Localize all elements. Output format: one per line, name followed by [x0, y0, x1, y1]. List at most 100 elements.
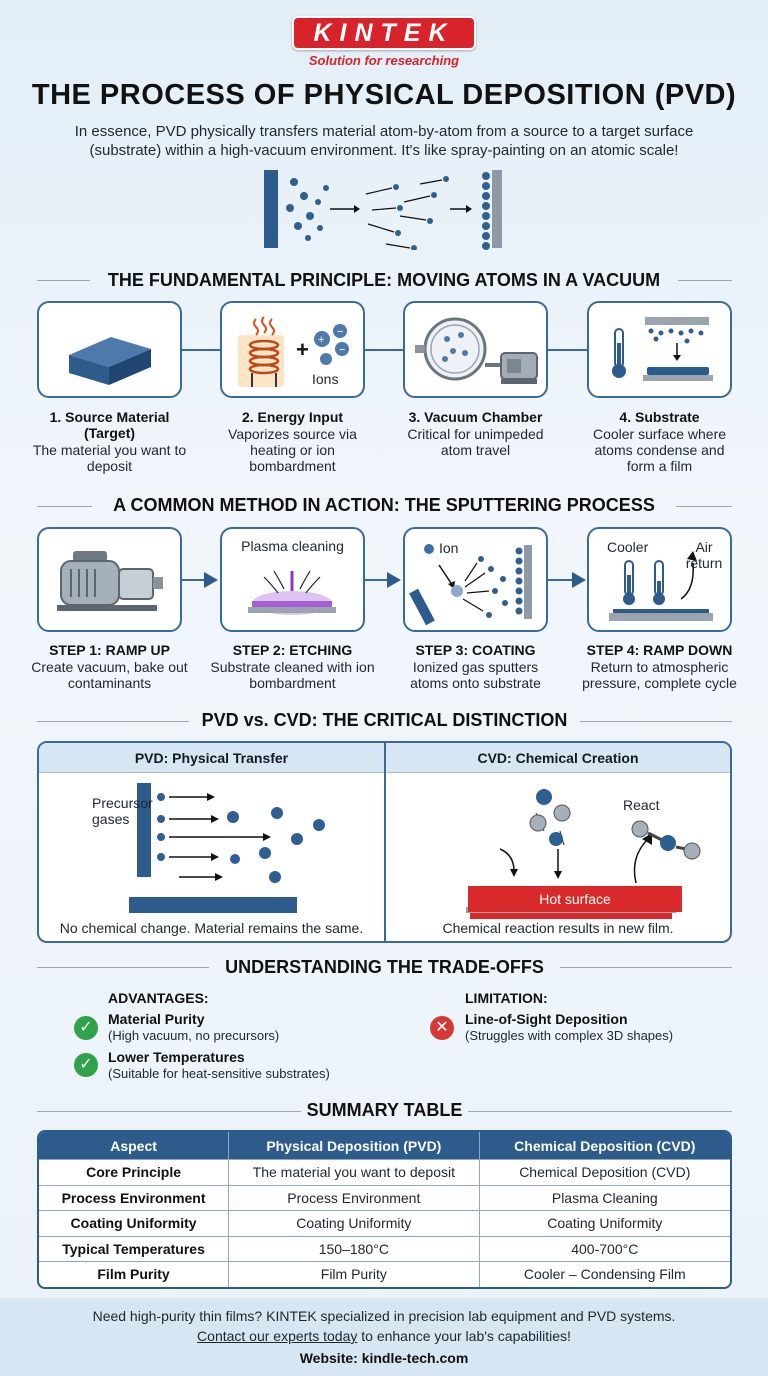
table-row: Film Purity Film Purity Cooler – Condens… [39, 1261, 730, 1287]
cooler-label: Cooler [607, 539, 649, 555]
react-label: React [623, 797, 660, 813]
advantages-heading: ADVANTAGES: [108, 990, 209, 1006]
section-divider [678, 280, 732, 281]
section-divider [676, 506, 732, 507]
thermometer-icon [609, 551, 713, 621]
source-material-card [37, 301, 182, 398]
tradeoffs-heading: UNDERSTANDING THE TRADE-OFFS [225, 957, 544, 977]
step-desc-2: Substrate cleaned with ion bombardment [210, 659, 375, 691]
principle-title-2: 2. Energy Input [241, 409, 344, 425]
pvd-title: PVD: Physical Transfer [134, 750, 289, 766]
svg-text:+: + [296, 337, 309, 362]
advantage-title-2: Lower Temperatures [108, 1049, 245, 1065]
cvd-title: CVD: Chemical Creation [477, 750, 639, 766]
table-cell: Core Principle [39, 1159, 230, 1185]
step-title-1: STEP 1: RAMP UP [49, 642, 170, 658]
pvd-caption: No chemical change. Material remains the… [59, 920, 364, 936]
precursor-label: Precursor gases [92, 795, 153, 827]
comparison-heading: PVD vs. CVD: THE CRITICAL DISTINCTION [201, 710, 568, 730]
table-row: Core Principle The material you want to … [39, 1159, 730, 1185]
heating-coil-icon: + + − − [238, 316, 349, 387]
table-cell: Typical Temperatures [39, 1235, 230, 1261]
svg-text:+: + [318, 334, 324, 346]
vacuum-chamber-card [403, 301, 548, 398]
table-cell: The material you want to deposit [229, 1159, 480, 1185]
vacuum-chamber-icon [415, 317, 538, 384]
footer-band [0, 1298, 768, 1376]
column-header: Aspect [39, 1132, 230, 1159]
column-header: Chemical Deposition (CVD) [479, 1132, 730, 1159]
svg-text:−: − [339, 344, 345, 356]
table-cell: Process Environment [229, 1184, 480, 1210]
limitation-title-1: Line-of-Sight Deposition [465, 1011, 628, 1027]
svg-text:−: − [337, 326, 343, 338]
pvd-diagram [129, 783, 325, 913]
energy-input-card: + + − − Ions [220, 301, 365, 398]
hot-surface-label: Hot surface [468, 886, 682, 912]
check-icon: ✓ [74, 1016, 98, 1040]
page-title: THE PROCESS OF PHYSICAL DEPOSITION (PVD) [31, 79, 737, 111]
section-divider [37, 506, 92, 507]
table-cell: Film Purity [39, 1261, 230, 1287]
step-arrow-icon [387, 572, 401, 588]
advantage-title-1: Material Purity [108, 1011, 205, 1027]
column-header: Physical Deposition (PVD) [229, 1132, 480, 1159]
summary-heading: SUMMARY TABLE [306, 1100, 463, 1120]
step-desc-4: Return to atmospheric pressure, complete… [582, 659, 737, 691]
sputter-icon [409, 544, 532, 626]
advantage-sub-1: (High vacuum, no precursors) [108, 1028, 280, 1043]
section-divider [580, 721, 732, 722]
table-row: Process Environment Process Environment … [39, 1184, 730, 1211]
summary-table: Aspect Physical Deposition (PVD) Chemica… [37, 1130, 732, 1289]
step-ramp-down-card: Cooler Air return [587, 527, 732, 632]
footer-cta: Contact our experts today to enhance you… [0, 1328, 768, 1344]
principle-title-1: 1. Source Material (Target) [49, 409, 170, 441]
ions-label: Ions [312, 371, 339, 387]
cvd-caption: Chemical reaction results in new film. [442, 920, 674, 936]
comparison-divider [384, 743, 386, 941]
comparison-panel: PVD: Physical Transfer CVD: Chemical Cre… [37, 741, 732, 943]
principle-desc-4: Cooler surface where atoms condense and … [592, 426, 727, 474]
vacuum-pump-icon [57, 551, 163, 611]
plasma-icon [248, 570, 336, 615]
table-cell: Coating Uniformity [229, 1210, 480, 1236]
table-cell: Plasma Cleaning [479, 1184, 730, 1211]
table-cell: Cooler – Condensing Film [479, 1261, 730, 1287]
brand-tagline: Solution for researching [308, 53, 460, 68]
table-row: Typical Temperatures 150–180°C 400-700°C [39, 1235, 730, 1262]
table-header-row: Aspect Physical Deposition (PVD) Chemica… [39, 1132, 730, 1159]
check-icon: ✓ [74, 1053, 98, 1077]
step-title-4: STEP 4: RAMP DOWN [586, 642, 733, 658]
footer-cta-rest: to enhance your lab's capabilities! [357, 1328, 571, 1344]
step-arrow-line [182, 579, 204, 581]
step-coating-card: Ion [403, 527, 548, 632]
limitation-sub-1: (Struggles with complex 3D shapes) [465, 1028, 674, 1043]
brand-logo [292, 16, 476, 50]
table-cell: Chemical Deposition (CVD) [479, 1159, 730, 1185]
step-arrow-line [548, 579, 572, 581]
step-ramp-up-card [37, 527, 182, 632]
principle-title-3: 3. Vacuum Chamber [408, 409, 543, 425]
step-title-3: STEP 3: COATING [415, 642, 536, 658]
step-arrow-line [365, 579, 387, 581]
table-cell: Coating Uniformity [39, 1210, 230, 1236]
table-row: Coating Uniformity Coating Uniformity Co… [39, 1210, 730, 1236]
contact-link[interactable]: Contact our experts today [197, 1328, 358, 1344]
section-divider [468, 1111, 732, 1112]
footer-website[interactable]: Website: kindle-tech.com [299, 1350, 469, 1366]
table-cell: Coating Uniformity [479, 1210, 730, 1236]
section-divider [37, 1111, 301, 1112]
intro-text: In essence, PVD physically transfers mat… [74, 123, 694, 159]
table-cell: 400-700°C [479, 1235, 730, 1262]
connector-line [182, 349, 222, 351]
atom-transfer-illustration [264, 170, 502, 250]
connector-line [365, 349, 405, 351]
principle-desc-3: Critical for unimpeded atom travel [407, 426, 544, 458]
brand-name: KINTEK [313, 19, 455, 47]
table-cell: Process Environment [39, 1184, 230, 1210]
sputtering-heading: A COMMON METHOD IN ACTION: THE SPUTTERIN… [113, 495, 655, 515]
ion-label: Ion [439, 540, 459, 556]
substrate-icon [612, 317, 713, 381]
advantage-sub-2: (Suitable for heat-sensitive substrates) [108, 1066, 330, 1081]
step-arrow-icon [204, 572, 218, 588]
